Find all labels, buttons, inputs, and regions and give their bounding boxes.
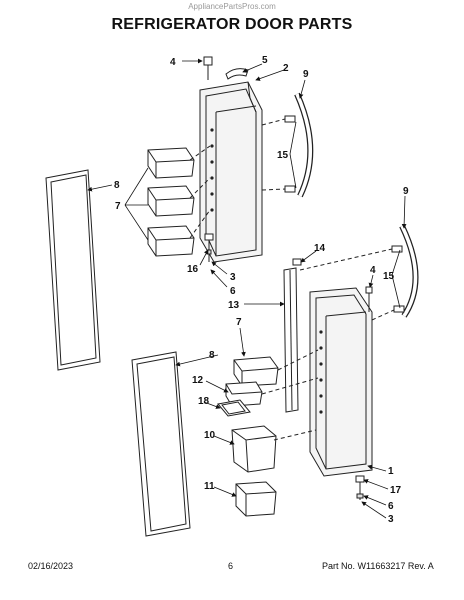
door-bin-lower [233, 356, 279, 387]
callout-16: 16 [187, 264, 199, 275]
hinge-bottom-upper-door [204, 233, 214, 262]
callout-10: 10 [204, 430, 216, 441]
callout-5: 5 [262, 55, 268, 66]
callout-9-upper: 9 [303, 69, 309, 80]
page-title: REFRIGERATOR DOOR PARTS [111, 16, 353, 33]
callout-14: 14 [314, 243, 326, 254]
door-bin-upper-3 [147, 225, 195, 257]
handle-mount-lines-upper [261, 118, 286, 191]
door-handle-lower [391, 224, 419, 318]
right-door-liner [309, 287, 373, 477]
mullion-hinge [292, 258, 302, 266]
callout-7-upper: 7 [115, 201, 121, 212]
hinge-cover [225, 68, 249, 80]
callout-4-lower: 4 [370, 265, 376, 276]
callout-8-upper: 8 [114, 180, 120, 191]
flipper-mullion [283, 267, 299, 413]
leader-lines [87, 58, 407, 519]
callout-15-upper: 15 [277, 150, 289, 161]
callout-17: 17 [390, 485, 402, 496]
callout-11: 11 [204, 481, 215, 492]
dispenser-housing [231, 425, 277, 473]
callout-9-lower: 9 [403, 186, 409, 197]
bottom-bucket [235, 481, 277, 517]
callout-6-upper: 6 [230, 286, 236, 297]
bin-mount-lines-upper [189, 145, 211, 239]
door-bin-upper-2 [147, 185, 195, 217]
dispenser-seal [217, 399, 251, 417]
door-gasket-upper [45, 169, 101, 371]
callout-3-lower: 3 [388, 514, 394, 525]
door-bin-upper-1 [147, 147, 195, 179]
callout-2: 2 [283, 63, 289, 74]
footer-page-number: 6 [228, 561, 234, 571]
left-door-shelf-studs [210, 128, 214, 212]
callout-6-lower: 6 [388, 501, 394, 512]
door-handle-upper [284, 92, 314, 198]
handle-mount-lines-lower [299, 248, 395, 321]
callout-12: 12 [192, 375, 204, 386]
hinge-pin-upper [203, 56, 213, 80]
small-bin [225, 381, 263, 407]
callout-3-upper: 3 [230, 272, 236, 283]
callout-1: 1 [388, 466, 394, 477]
door-gasket-lower [131, 351, 191, 537]
callout-4-upper: 4 [170, 57, 176, 68]
hinge-bottom-lower-door [355, 475, 365, 500]
right-door-shelf-studs [319, 330, 323, 414]
callout-13: 13 [228, 300, 240, 311]
source-watermark: AppliancePartsPros.com [188, 2, 276, 11]
bin-mount-lines-lower [261, 349, 319, 441]
callout-8-lower: 8 [209, 350, 215, 361]
callout-15-lower: 15 [383, 271, 395, 282]
footer-part-number: Part No. W11663217 Rev. A [322, 561, 434, 571]
callout-7-lower: 7 [236, 317, 242, 328]
callout-18: 18 [198, 396, 210, 407]
footer-date: 02/16/2023 [28, 561, 74, 571]
